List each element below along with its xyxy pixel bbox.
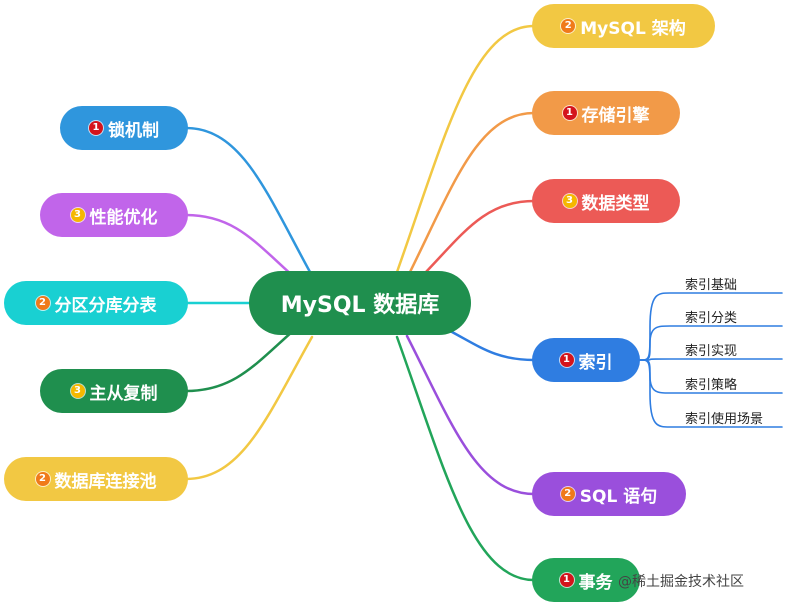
index-subtopic[interactable]: 索引基础 <box>685 278 738 293</box>
topic-label: 主从复制 <box>89 383 158 404</box>
topic-partitioning-sharding[interactable]: 2 分区分库分表 <box>4 281 188 325</box>
priority-1-icon: 1 <box>559 353 574 367</box>
connector-transactions <box>395 335 536 582</box>
priority-3-icon: 3 <box>562 194 577 208</box>
priority-3-icon: 3 <box>70 384 85 398</box>
topic-label: 数据库连接池 <box>54 471 157 492</box>
topic-label: 分区分库分表 <box>54 295 157 316</box>
priority-2-icon: 2 <box>561 19 576 33</box>
index-subtopic[interactable]: 索引策略 <box>685 378 738 393</box>
connector-data-types <box>423 199 536 275</box>
topic-storage-engine[interactable]: 1 存储引擎 <box>532 91 680 135</box>
connector-lock-mechanism <box>184 126 312 274</box>
connector-index-child <box>639 359 783 428</box>
connector-connection-pool <box>184 335 314 481</box>
connector-index <box>450 330 536 362</box>
index-subtopic[interactable]: 索引分类 <box>685 311 738 326</box>
topic-label: 性能优化 <box>89 207 158 228</box>
topic-index[interactable]: 1 索引 <box>532 338 640 382</box>
topic-data-types[interactable]: 3 数据类型 <box>532 179 680 223</box>
priority-1-icon: 1 <box>562 106 577 120</box>
topic-transactions[interactable]: 1 事务 <box>532 558 640 602</box>
connector-index-child <box>639 358 783 361</box>
root-node[interactable]: MySQL 数据库 <box>249 271 471 335</box>
connector-storage-engine <box>408 111 536 274</box>
topic-label: 事务 <box>578 572 613 593</box>
priority-3-icon: 3 <box>70 208 85 222</box>
priority-1-icon: 1 <box>89 121 103 135</box>
priority-2-icon: 2 <box>35 472 50 486</box>
index-subtopic[interactable]: 索引实现 <box>685 344 738 359</box>
priority-1-icon: 1 <box>559 573 574 587</box>
topic-label: MySQL 架构 <box>580 18 686 39</box>
connector-master-slave-replication <box>184 329 295 393</box>
priority-2-icon: 2 <box>35 296 50 310</box>
topic-connection-pool[interactable]: 2 数据库连接池 <box>4 457 188 501</box>
topic-label: SQL 语句 <box>579 486 658 507</box>
topic-label: 锁机制 <box>108 120 159 141</box>
topic-sql-statements[interactable]: 2 SQL 语句 <box>532 472 686 516</box>
connector-performance-optimization <box>184 213 295 278</box>
connector-sql-statements <box>405 334 536 496</box>
topic-mysql-arch[interactable]: 2 MySQL 架构 <box>532 4 715 48</box>
priority-2-icon: 2 <box>560 487 575 501</box>
topic-label: 数据类型 <box>581 193 650 214</box>
topic-lock-mechanism[interactable]: 1 锁机制 <box>60 106 188 150</box>
topic-label: 存储引擎 <box>581 105 650 126</box>
topic-label: 索引 <box>578 352 613 373</box>
topic-performance-optimization[interactable]: 3 性能优化 <box>40 193 188 237</box>
watermark: @稀土掘金技术社区 <box>618 574 744 590</box>
index-subtopic[interactable]: 索引使用场景 <box>685 412 764 427</box>
topic-master-slave-replication[interactable]: 3 主从复制 <box>40 369 188 413</box>
connector-mysql-arch <box>395 24 536 274</box>
root-label: MySQL 数据库 <box>280 293 440 318</box>
